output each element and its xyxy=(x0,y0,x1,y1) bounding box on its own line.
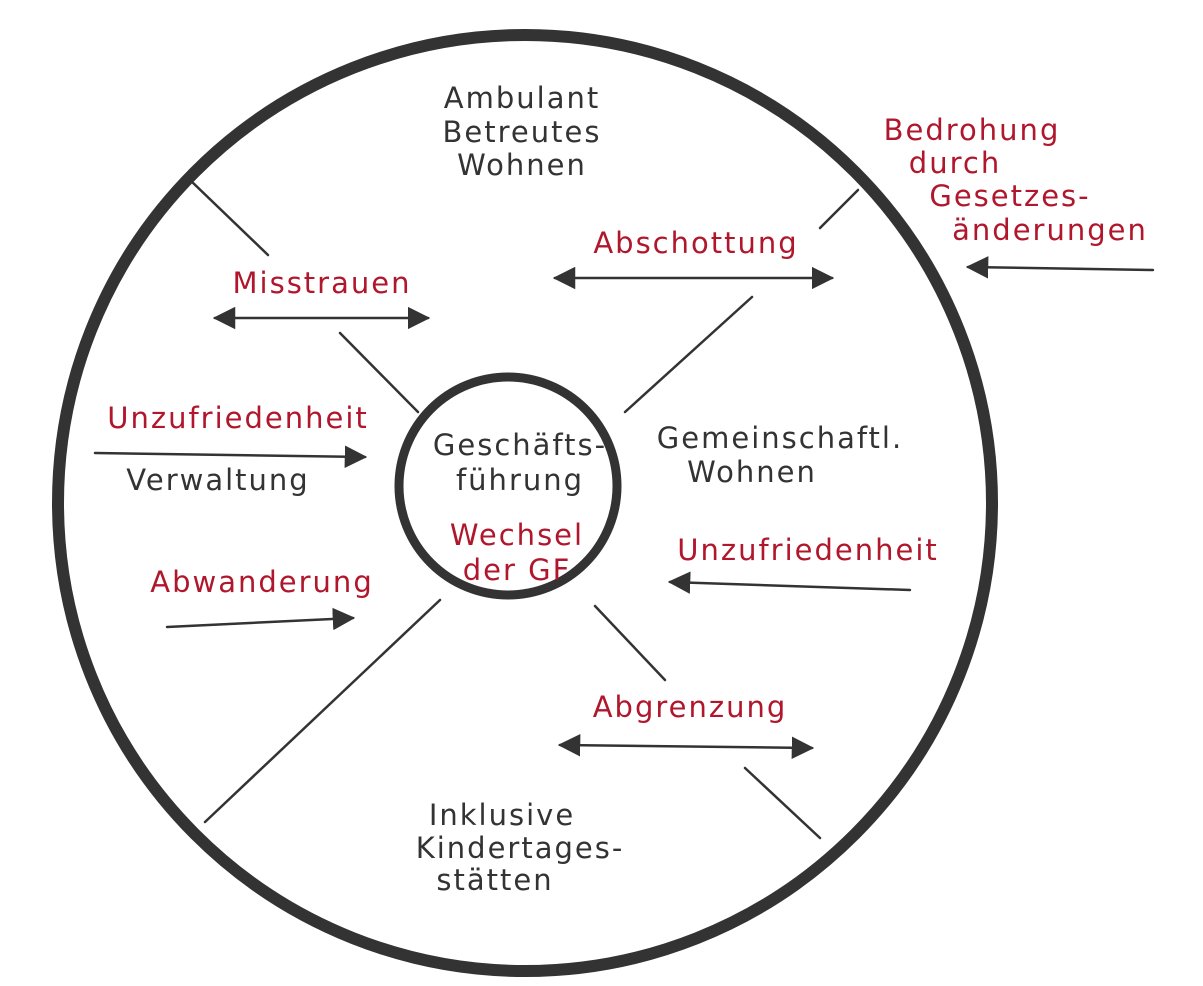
relation-labels: Misstrauen Abschottung Abgrenzung Unzufr… xyxy=(107,226,939,724)
outer-circle xyxy=(52,29,998,977)
segment-right-line1: Gemeinschaftl. xyxy=(657,421,903,455)
segment-right-line2: Wohnen xyxy=(687,455,817,489)
bedrohung-arrow xyxy=(965,256,1155,279)
external-line1: Bedrohung xyxy=(884,113,1061,147)
unzufriedenheit-right-arrow xyxy=(667,571,912,594)
segment-top-line3: Wohnen xyxy=(457,148,587,182)
abgrenzung-arrow xyxy=(557,733,815,760)
segment-top-line2: Betreutes xyxy=(443,115,602,149)
segment-left-label: Verwaltung xyxy=(126,463,309,497)
segment-top-line1: Ambulant xyxy=(444,81,600,115)
misstrauen-label: Misstrauen xyxy=(233,266,412,300)
change-label-line1: Wechsel xyxy=(450,518,584,552)
unzufriedenheit-left-label: Unzufriedenheit xyxy=(107,401,369,435)
external-line4: änderungen xyxy=(952,213,1148,247)
unzufriedenheit-left-arrow xyxy=(93,445,368,468)
abschottung-label: Abschottung xyxy=(593,226,798,260)
abgrenzung-label: Abgrenzung xyxy=(593,690,788,724)
inner-circle xyxy=(394,372,622,600)
divider-lines xyxy=(188,178,860,840)
change-label-line2: der GF xyxy=(463,553,572,587)
external-threat-label: Bedrohung durch Gesetzes- änderungen xyxy=(884,113,1148,247)
external-line2: durch xyxy=(909,146,1001,180)
center-labels: Geschäfts- führung Wechsel der GF xyxy=(433,428,607,587)
unzufriedenheit-right-label: Unzufriedenheit xyxy=(677,533,939,567)
segment-bottom-line2: Kindertages- xyxy=(416,831,625,865)
segment-bottom-line3: stätten xyxy=(436,863,553,897)
arrows xyxy=(93,256,1155,760)
center-label-line2: führung xyxy=(456,463,584,497)
segment-bottom-line1: Inklusive xyxy=(429,798,575,832)
abwanderung-label: Abwanderung xyxy=(150,565,373,599)
segment-labels: Ambulant Betreutes Wohnen Gemeinschaftl.… xyxy=(126,81,903,897)
abwanderung-arrow xyxy=(165,607,356,631)
external-line3: Gesetzes- xyxy=(929,179,1090,213)
center-label-line1: Geschäfts- xyxy=(433,428,607,462)
